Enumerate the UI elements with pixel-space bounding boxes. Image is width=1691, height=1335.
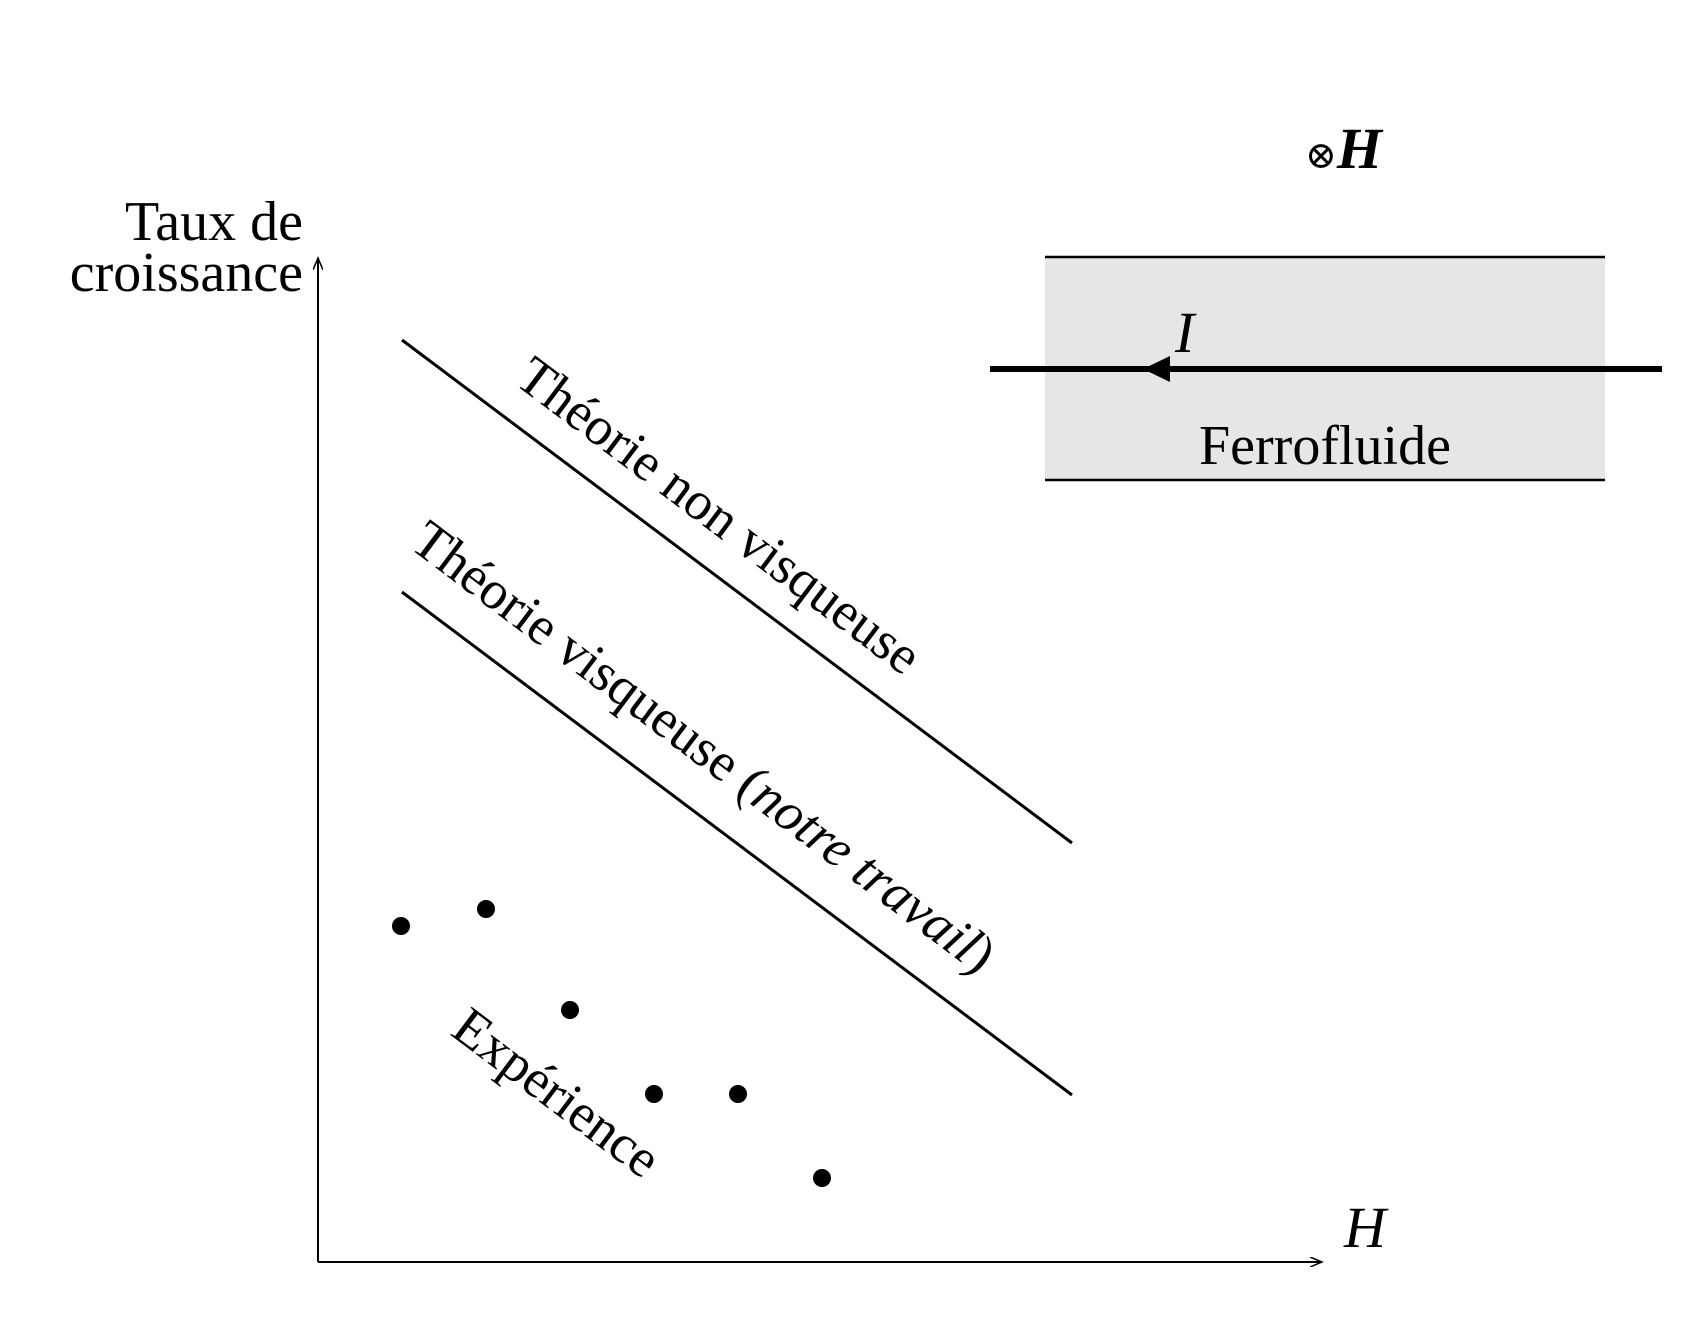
field-symbol: H <box>1336 116 1384 181</box>
experiment-point <box>477 900 495 918</box>
theory-lines: Théorie non visqueuse Théorie visqueuse … <box>401 338 1073 1097</box>
experiment-point <box>729 1085 747 1103</box>
interface-arrow-icon <box>1143 356 1170 382</box>
viscous-theory-label-main: Théorie visqueuse ( <box>401 509 778 813</box>
experiment-point <box>561 1001 579 1019</box>
y-axis-label-line1: Taux de <box>125 191 303 253</box>
ferrofluid-label: Ferrofluide <box>1199 415 1451 477</box>
interface-label: I <box>1174 300 1197 365</box>
experiment-points: Expérience <box>392 900 831 1189</box>
experiment-point <box>813 1169 831 1187</box>
experiment-point <box>392 917 410 935</box>
inset-ferrofluid: I Ferrofluide ⊗H <box>990 116 1662 482</box>
field-into-page-icon: ⊗ <box>1305 133 1337 177</box>
experiment-point <box>645 1085 663 1103</box>
experiment-label: Expérience <box>442 996 672 1190</box>
viscous-theory-line <box>401 590 1073 1097</box>
axes: Taux de croissance H <box>70 191 1389 1262</box>
y-axis-label-line2: croissance <box>70 242 303 304</box>
inviscid-theory-line <box>401 338 1073 845</box>
magnetic-field-label: ⊗H <box>1305 116 1384 181</box>
x-axis-label: H <box>1343 1195 1389 1260</box>
